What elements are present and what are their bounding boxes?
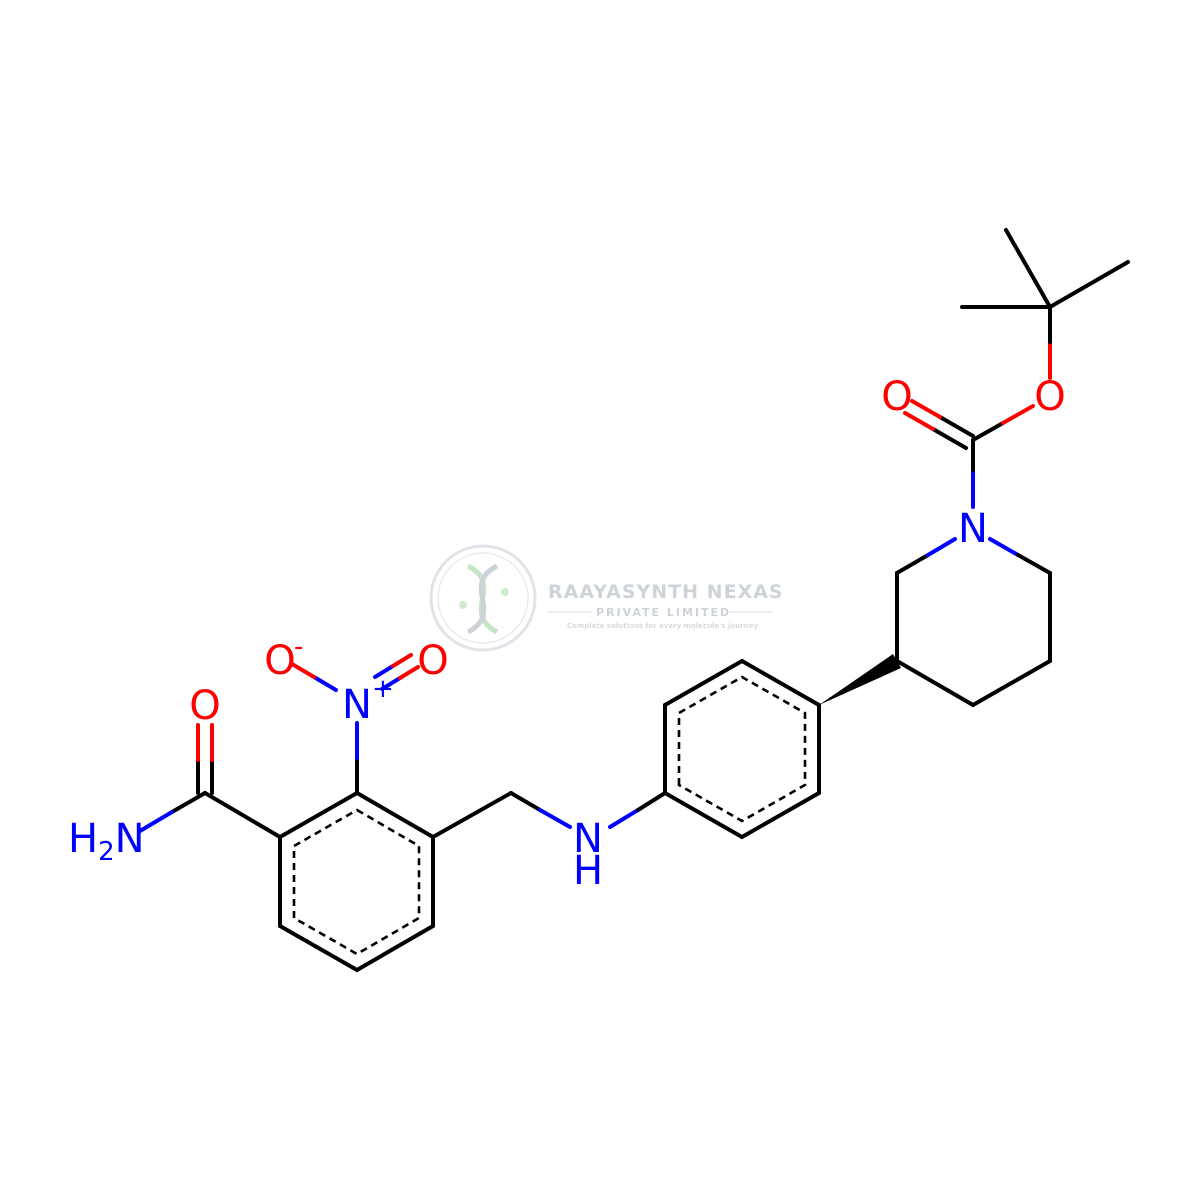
amine-hydrogen-label: H (573, 848, 603, 894)
amide-group (138, 723, 282, 839)
watermark-company: RAAYASYNTH NEXAS (548, 581, 784, 603)
atom-labels: O H2N N + O - O N H N O O (68, 374, 1066, 894)
piperidine-nitrogen-label: N (958, 506, 988, 552)
ester-oxygen-label: O (1034, 374, 1065, 420)
amine-nitrogen-label: N (573, 816, 603, 862)
amide-oxygen-label: O (189, 683, 220, 729)
phenyl-ring (663, 659, 821, 839)
piperidine-ring (895, 537, 1052, 707)
stereo-wedge (819, 654, 901, 705)
nitro-nitrogen-label: N (342, 682, 372, 728)
boc-group (903, 228, 1130, 509)
watermark-tagline: Complete solutions for every molecule's … (567, 622, 758, 630)
carbonyl-oxygen-label: O (881, 374, 912, 420)
nitro-oxygen-label: O (417, 638, 448, 684)
watermark-subtitle: PRIVATE LIMITED (596, 606, 731, 619)
watermark: RAAYASYNTH NEXAS PRIVATE LIMITED Complet… (429, 544, 784, 652)
benzamide-ring (278, 791, 435, 972)
watermark-logo-icon (429, 544, 537, 652)
nitro-oxide-label: O (264, 638, 295, 684)
nitro-oxide-charge: - (294, 632, 303, 662)
aminomethyl-linker (431, 791, 667, 839)
amide-nitrogen-label: H2N (68, 816, 145, 867)
nitro-group (290, 653, 420, 795)
nitro-nitrogen-charge: + (372, 674, 394, 704)
